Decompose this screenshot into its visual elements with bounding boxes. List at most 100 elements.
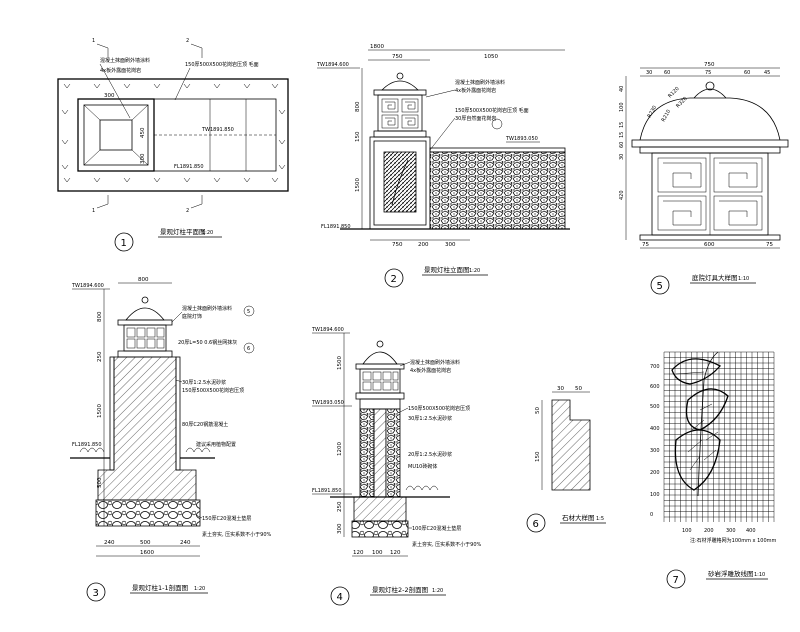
elev-wall-coping <box>429 147 566 153</box>
plan-callout-1-top: 1 <box>92 38 95 44</box>
lamp-radius-2: R230 <box>647 105 659 119</box>
plan-cut-line-2-top <box>190 43 203 58</box>
sec2-label-8: 素土夯实, 压实系数不小于90% <box>412 541 482 548</box>
lamp-top-dim: 750 <box>704 62 715 68</box>
stone-dim-50b: 50 <box>575 386 582 392</box>
carving-y-600: 600 <box>650 384 660 390</box>
plan-cut-line-1-bottom <box>96 195 109 209</box>
lamp-top-sub-3: 75 <box>705 70 711 76</box>
elev-label-4: 30厚自然面花岗岩 <box>455 115 496 122</box>
plan-label-2: 150厚500X500花岗岩压顶 毛面 <box>185 61 259 68</box>
elev-bottom-300: 300 <box>445 242 456 248</box>
sec2-gravel-base <box>351 520 409 538</box>
carving-leaf-outline <box>671 351 729 497</box>
sec1-callout-5: 5 <box>247 309 250 315</box>
sec2-label-7: 100厚C20混凝土垫层 <box>412 525 461 532</box>
stone-scale: 1:5 <box>596 516 604 522</box>
carving-layout-view: 700 600 500 400 300 200 100 0 100 200 30… <box>650 351 777 589</box>
sec1-bottom-500: 500 <box>140 540 151 546</box>
lamp-detail-view: 750 30 60 75 60 45 R120 R230 R320 R210 7… <box>619 62 789 295</box>
sec2-bottom-120a: 120 <box>353 550 364 556</box>
sec1-side-250: 250 <box>97 351 103 362</box>
lamp-lattice <box>657 153 763 235</box>
sec1-bottom-240b: 240 <box>180 540 191 546</box>
sec1-level-fl: FL1891.850 <box>72 442 102 448</box>
sec1-caption: 景观灯柱1-1剖面图 <box>132 583 188 592</box>
sec2-caption: 景观灯柱2-2剖面图 <box>372 585 428 594</box>
sec1-label-3: 20厚L=50 0.6钢丝网抹灰 <box>178 339 237 346</box>
sec1-label-7: 建议采用植物配置 <box>196 441 236 448</box>
lamp-side-30: 30 <box>619 154 625 160</box>
plan-dim-300: 300 <box>104 93 115 99</box>
stone-caption: 石材大样图 <box>562 513 595 522</box>
plan-planting-symbols <box>61 83 286 183</box>
carving-note: 注:石材浮雕格网为100mm x 100mm <box>690 537 777 544</box>
elev-index: 2 <box>391 274 397 285</box>
sec2-side-1500: 1500 <box>337 356 343 370</box>
sec2-level-fl: FL1891.850 <box>312 488 342 494</box>
lamp-eave <box>631 139 789 148</box>
stone-index-circle <box>526 513 546 533</box>
sec2-label-3: 150厚500X500花岗岩压顶 <box>408 405 470 412</box>
sec1-label-4: 30厚1:2.5水泥砂浆 <box>182 379 226 386</box>
carving-y-400: 400 <box>650 426 660 432</box>
elev-label-2: 4x板外露面花岗岩 <box>455 87 496 94</box>
elev-top-dim-1800: 1800 <box>370 44 384 50</box>
plan-cut-line-2-bottom <box>190 195 203 209</box>
sec1-index-circle <box>86 582 106 602</box>
stone-profile <box>551 399 591 491</box>
plan-callout-2-bottom: 2 <box>186 208 189 214</box>
lamp-radius-4: R210 <box>661 109 673 123</box>
elev-stone-wall <box>429 151 566 230</box>
sec2-scale: 1:20 <box>432 588 443 594</box>
lamp-index-circle <box>650 275 670 295</box>
plan-dim-300b: 300 <box>140 153 146 164</box>
sec2-side-300: 300 <box>337 523 343 534</box>
sec1-pillar-hatch <box>97 356 197 501</box>
carving-x-400: 400 <box>746 528 756 534</box>
sec2-index: 4 <box>337 592 343 603</box>
sec1-label-2: 庭院灯饰 <box>182 313 202 320</box>
sec2-lamp-body <box>359 368 401 394</box>
sec1-label-5: 150厚500X500花岗岩压顶 <box>182 387 244 394</box>
sec2-planting <box>405 485 439 491</box>
sec1-side-500: 500 <box>97 477 103 488</box>
elev-label-1: 混凝土抹面刷外墙涂料 <box>455 79 505 86</box>
sec2-side-250: 250 <box>337 501 343 512</box>
carving-x-100: 100 <box>682 528 692 534</box>
plan-label-tw: TW1891.850 <box>201 127 234 133</box>
elev-bottom-750: 750 <box>392 242 403 248</box>
lamp-bottom-75a: 75 <box>642 242 649 248</box>
carving-y-500: 500 <box>650 404 660 410</box>
elev-top-dim-1050: 1050 <box>484 54 498 60</box>
carving-x-200: 200 <box>704 528 714 534</box>
carving-index-circle <box>666 569 686 589</box>
carving-caption: 砂岩浮雕放线图 <box>708 569 754 578</box>
sec1-bottom-240a: 240 <box>104 540 115 546</box>
sec1-label-9: 素土夯实, 压实系数不小于90% <box>202 531 272 538</box>
sec2-label-2: 4x板外露面花岗岩 <box>410 367 451 374</box>
sec1-label-6: 80厚C20钢筋混凝土 <box>182 421 228 428</box>
carving-grid <box>663 351 775 522</box>
lamp-side-420: 420 <box>619 190 625 200</box>
sec1-gravel-base <box>95 499 201 527</box>
plan-callout-2-top: 2 <box>186 38 189 44</box>
sec1-side-800: 800 <box>97 311 103 322</box>
elev-carving-panel <box>383 151 417 213</box>
elev-bottom-200: 200 <box>418 242 429 248</box>
sec1-side-1500: 1500 <box>97 404 103 418</box>
section-2-2-view: TW1894.600 TW1893.050 FL1891.850 1500 12… <box>311 327 482 606</box>
sec2-label-5: 20厚1:2.5水泥砂浆 <box>408 451 452 458</box>
elev-index-circle <box>384 268 404 288</box>
elev-lamp-dome <box>381 80 419 91</box>
elev-side-150: 150 <box>355 131 361 142</box>
lamp-side-60: 60 <box>619 142 625 148</box>
elevation-view: 1800 750 1050 TW1894.600 TW1893.050 FL18… <box>316 44 570 288</box>
plan-index-circle <box>114 232 134 252</box>
plan-scale: 1:20 <box>202 230 213 236</box>
sec2-bottom-100: 100 <box>372 550 383 556</box>
lamp-bottom-600: 600 <box>704 242 715 248</box>
elev-side-800: 800 <box>355 101 361 112</box>
sec1-planting <box>185 447 211 453</box>
